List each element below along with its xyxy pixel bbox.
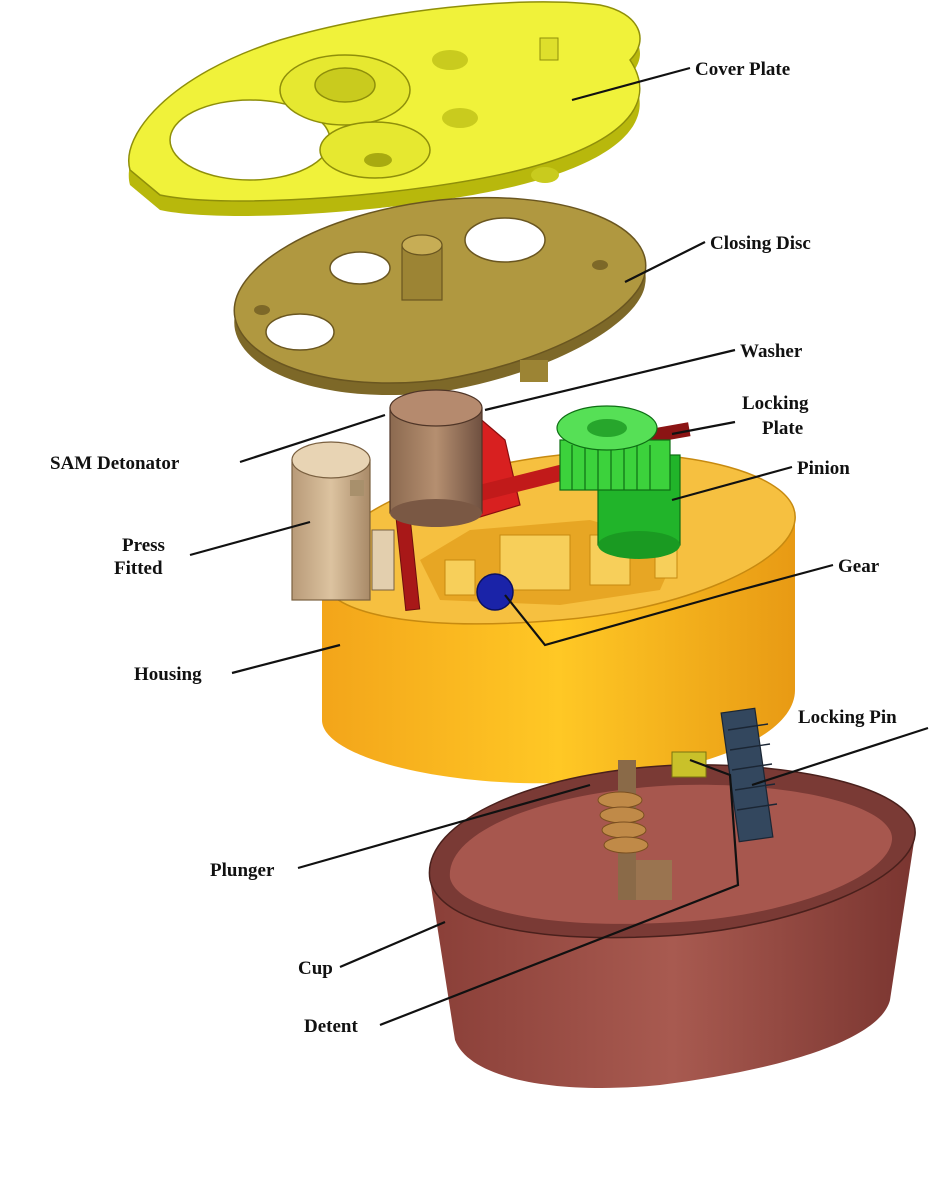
leader-plunger [297, 783, 591, 870]
labels: Cover Plate Closing Disc Washer Locking … [50, 59, 897, 1037]
leader-detent [379, 758, 740, 1027]
leader-closing-disc [624, 241, 706, 283]
leader-cover-plate [571, 66, 691, 102]
press-fitted-part [291, 441, 395, 601]
label-cover-plate: Cover Plate [695, 59, 790, 80]
label-detent: Detent [304, 1016, 358, 1037]
leader-pinion [671, 465, 793, 502]
label-housing: Housing [134, 664, 202, 685]
label-closing-disc: Closing Disc [710, 233, 811, 254]
label-press-fitted-line1: Press [122, 535, 165, 556]
leader-cup [339, 920, 446, 969]
label-locking-plate-line1: Locking [742, 393, 809, 414]
label-pinion: Pinion [797, 458, 850, 479]
plunger-part [597, 760, 672, 900]
closing-disc-part [233, 196, 647, 396]
leader-lines [189, 66, 929, 1027]
leader-washer [484, 348, 736, 412]
locking-pin-part [720, 707, 778, 843]
label-gear: Gear [838, 556, 880, 577]
label-cup: Cup [298, 958, 333, 979]
label-press-fitted-line2: Fitted [114, 558, 163, 579]
leader-gear [504, 563, 834, 647]
leader-housing [231, 643, 341, 675]
label-washer: Washer [740, 341, 803, 362]
label-locking-plate-line2: Plate [762, 418, 803, 439]
leader-locking-pin [751, 726, 929, 787]
leader-press-fitted [189, 520, 311, 557]
leader-locking-plate [671, 420, 736, 436]
pinion-part [556, 405, 681, 559]
label-locking-pin: Locking Pin [798, 707, 897, 728]
cover-plate-part [128, 1, 641, 216]
cup-part [428, 764, 916, 1088]
label-plunger: Plunger [210, 860, 275, 881]
sam-detonator-part [389, 389, 483, 527]
label-sam-detonator: SAM Detonator [50, 453, 180, 474]
gear-part [476, 573, 514, 611]
leader-sam-detonator [239, 413, 386, 464]
